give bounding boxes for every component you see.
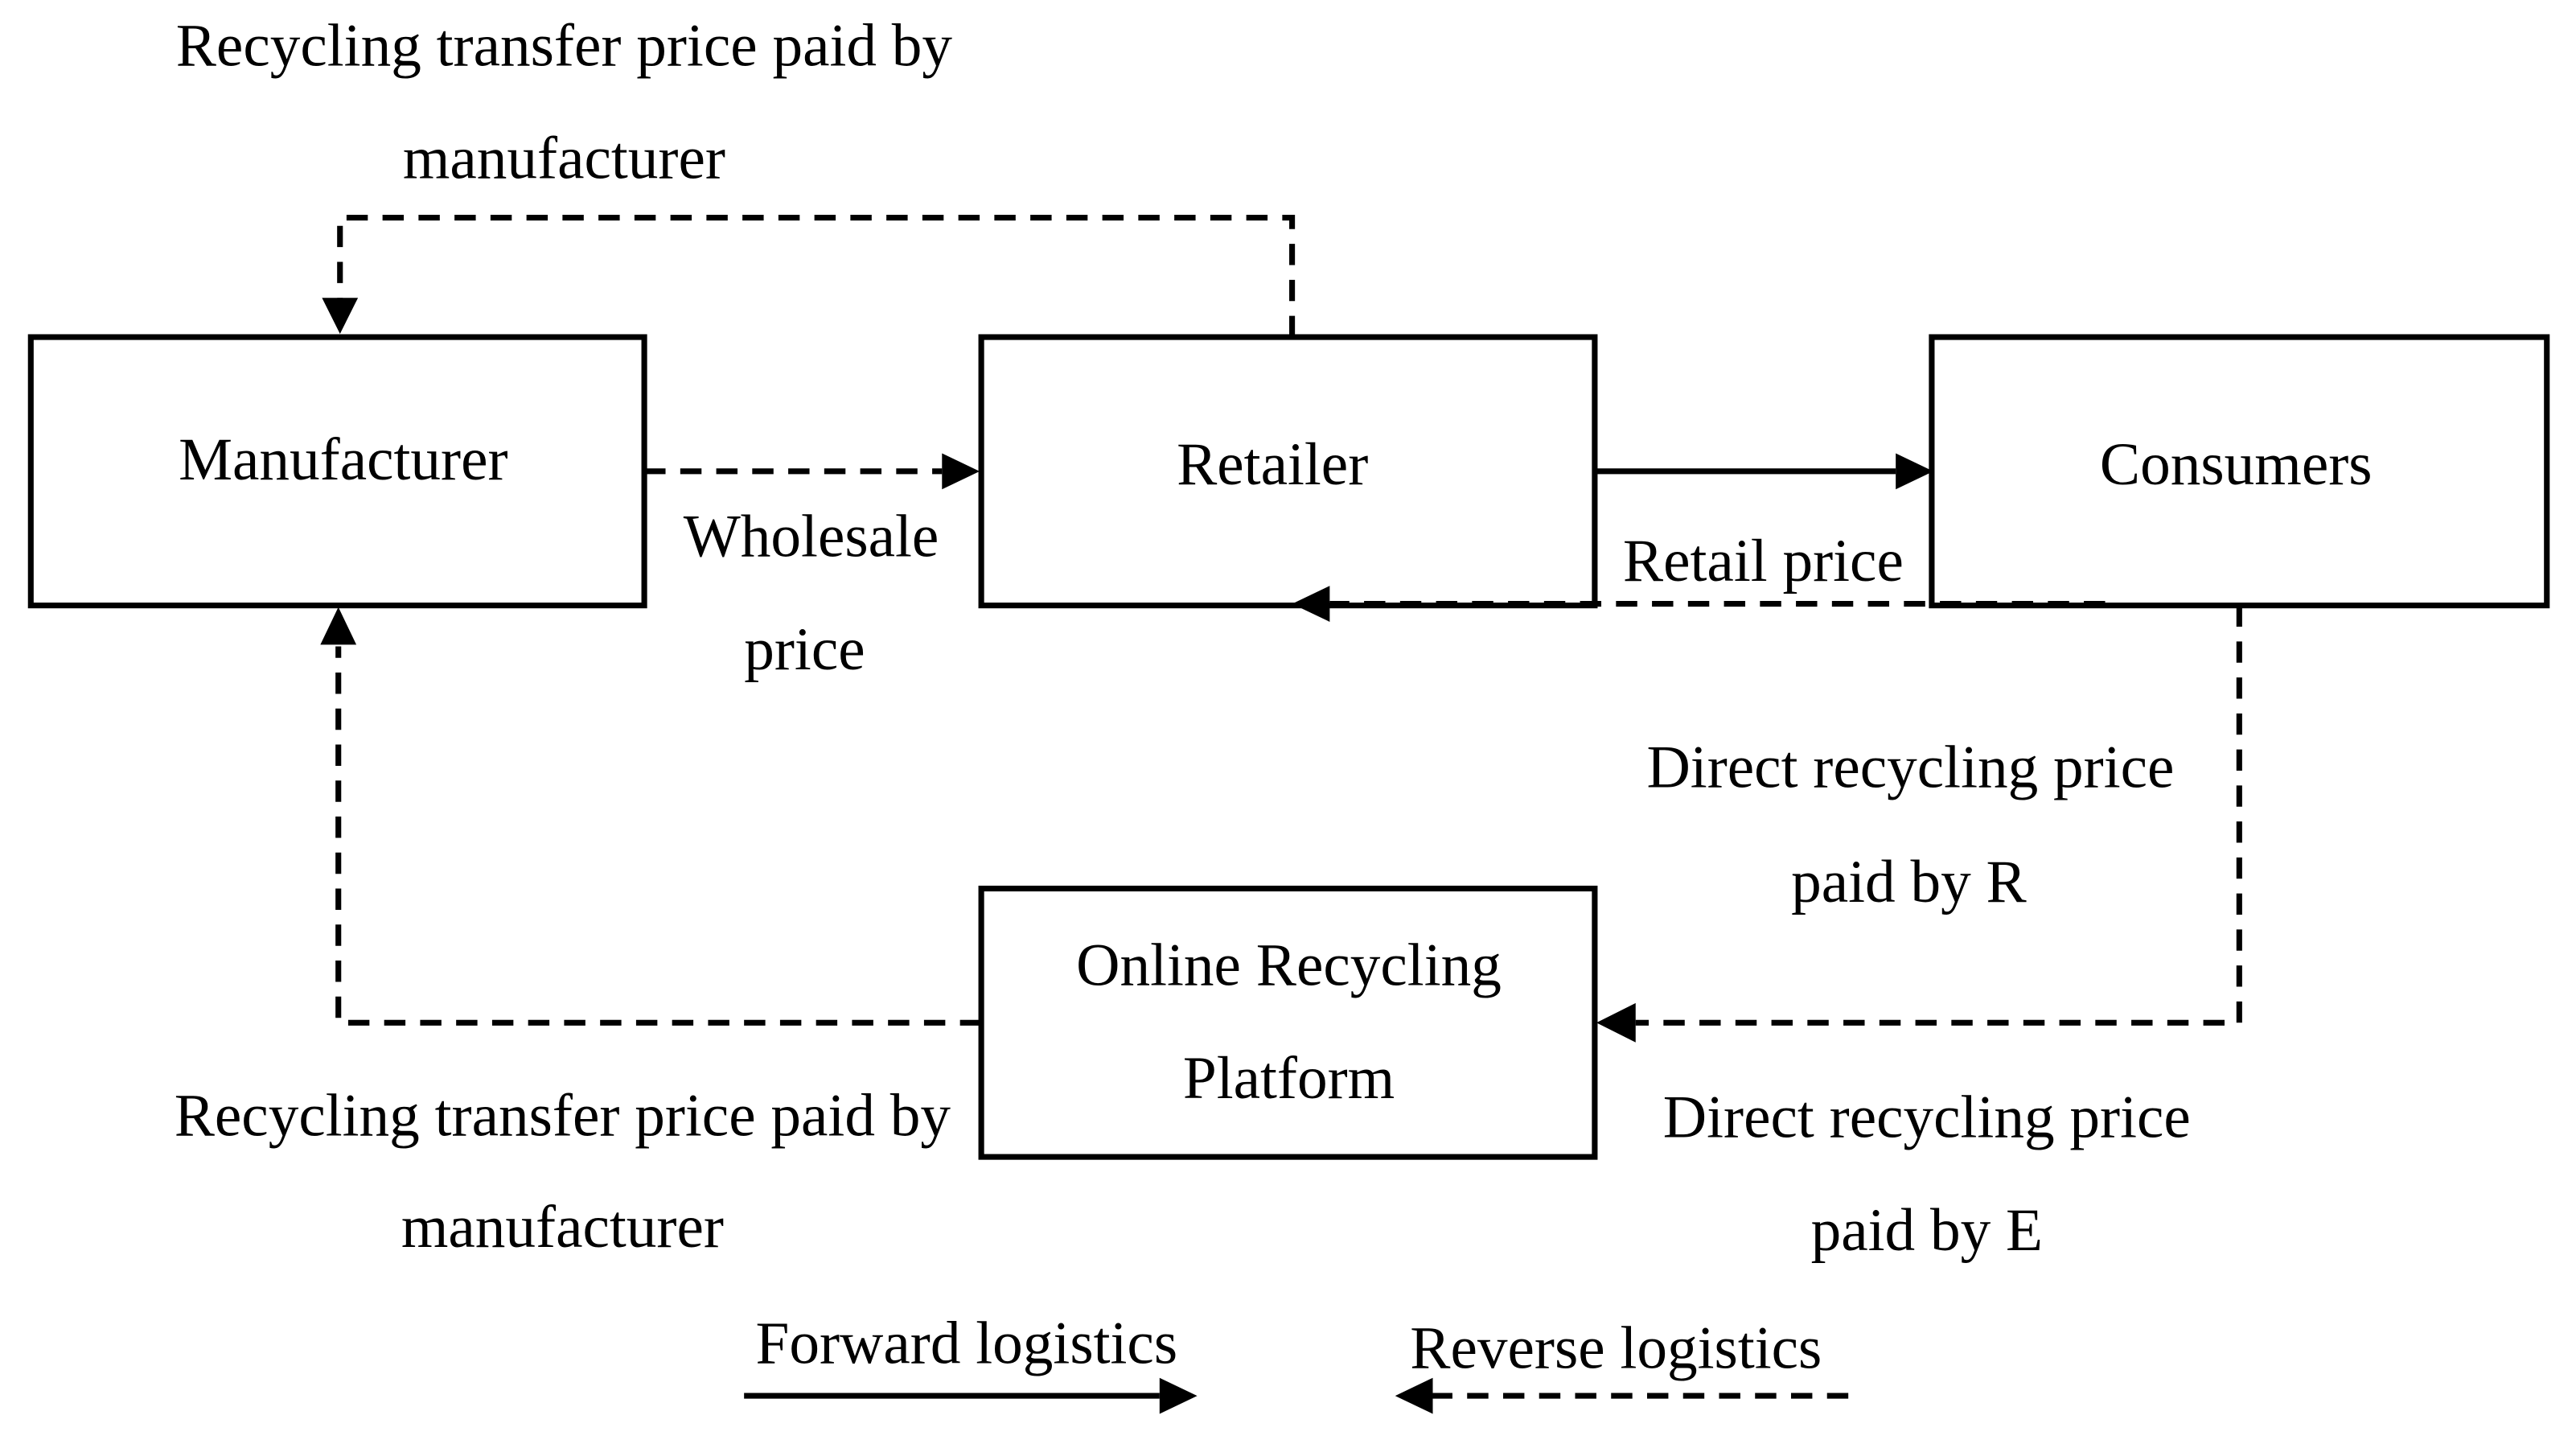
edge-retailer-to-consumers (1594, 453, 1933, 490)
wholesale-label-line1: Wholesale (684, 504, 939, 570)
legend-reverse-label: Reverse logistics (1410, 1315, 1822, 1382)
arrowhead-left (1292, 586, 1330, 622)
edge-retailer-to-manufacturer (322, 214, 1296, 338)
arrowhead-right (942, 453, 980, 490)
edge-manufacturer-to-retailer (644, 453, 980, 490)
legend-forward: Forward logistics (744, 1310, 1198, 1414)
edge-platform-to-manufacturer (320, 607, 982, 1026)
platform-label-line1: Online Recycling (1076, 932, 1502, 999)
arrowhead-up (320, 607, 357, 645)
arrowhead-right (1159, 1377, 1198, 1414)
wholesale-label-line2: price (744, 616, 865, 683)
edge-consumers-to-platform (1596, 605, 2242, 1043)
top-transfer-label-line1: Recycling transfer price paid by (176, 12, 953, 79)
manufacturer-node: Manufacturer (27, 334, 647, 609)
direct-e-label-line1: Direct recycling price (1663, 1084, 2191, 1151)
edge-consumers-to-retailer (1292, 586, 2106, 622)
top-transfer-label-line2: manufacturer (403, 125, 725, 192)
legend-reverse: Reverse logistics (1395, 1315, 1849, 1414)
arrowhead-right (1896, 453, 1933, 490)
platform-label-line2: Platform (1183, 1045, 1395, 1112)
retail-price-label: Retail price (1623, 528, 1904, 595)
bottom-transfer-label-line2: manufacturer (401, 1194, 724, 1261)
manufacturer-label: Manufacturer (179, 426, 507, 493)
legend-forward-label: Forward logistics (755, 1310, 1177, 1376)
consumers-label: Consumers (2100, 431, 2373, 498)
direct-r-label-line1: Direct recycling price (1646, 734, 2174, 800)
legend: Forward logistics Reverse logistics (744, 1310, 1849, 1414)
consumers-node: Consumers (1929, 334, 2550, 609)
arrowhead-left (1596, 1002, 1636, 1043)
direct-r-label-line2: paid by R (1791, 849, 2027, 915)
online-recycling-platform-node: Online Recycling Platform (978, 885, 1598, 1160)
retailer-label: Retailer (1177, 431, 1368, 498)
arrowhead-down (322, 298, 359, 334)
retailer-node: Retailer (978, 334, 1598, 609)
direct-e-label-line2: paid by E (1811, 1197, 2043, 1264)
bottom-transfer-label-line1: Recycling transfer price paid by (175, 1083, 951, 1150)
arrowhead-left (1395, 1377, 1433, 1414)
